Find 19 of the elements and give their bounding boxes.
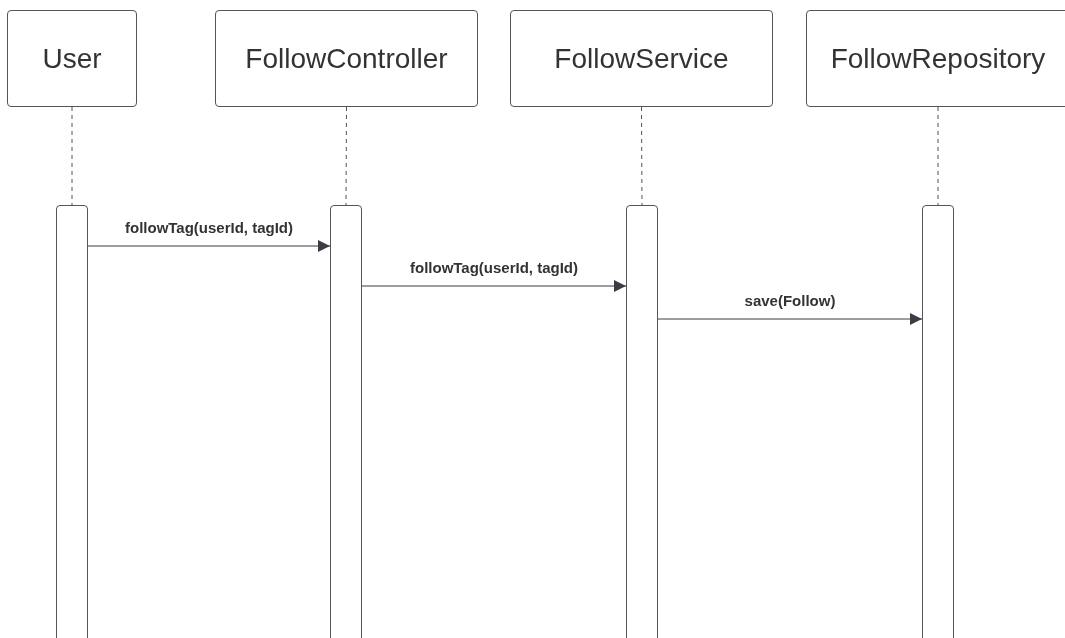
- lifeline: [71, 106, 73, 206]
- activation-bar: [626, 205, 658, 638]
- participant-box: [806, 10, 1065, 107]
- activation-bar: [56, 205, 88, 638]
- participant-name: FollowController: [245, 41, 448, 76]
- participant-box: [215, 10, 478, 107]
- participant-box: [7, 10, 137, 107]
- participant-box: [510, 10, 773, 107]
- message-arrow: [361, 280, 627, 292]
- lifeline: [937, 106, 939, 206]
- participant-name: FollowService: [554, 41, 729, 76]
- participant-name: FollowRepository: [830, 41, 1046, 76]
- message-arrow: [87, 240, 331, 252]
- lifeline: [641, 106, 643, 206]
- lifeline: [345, 106, 347, 206]
- activation-bar: [330, 205, 362, 638]
- message-arrow: [657, 313, 923, 325]
- activation-bar: [922, 205, 954, 638]
- participant-name: User: [42, 41, 102, 76]
